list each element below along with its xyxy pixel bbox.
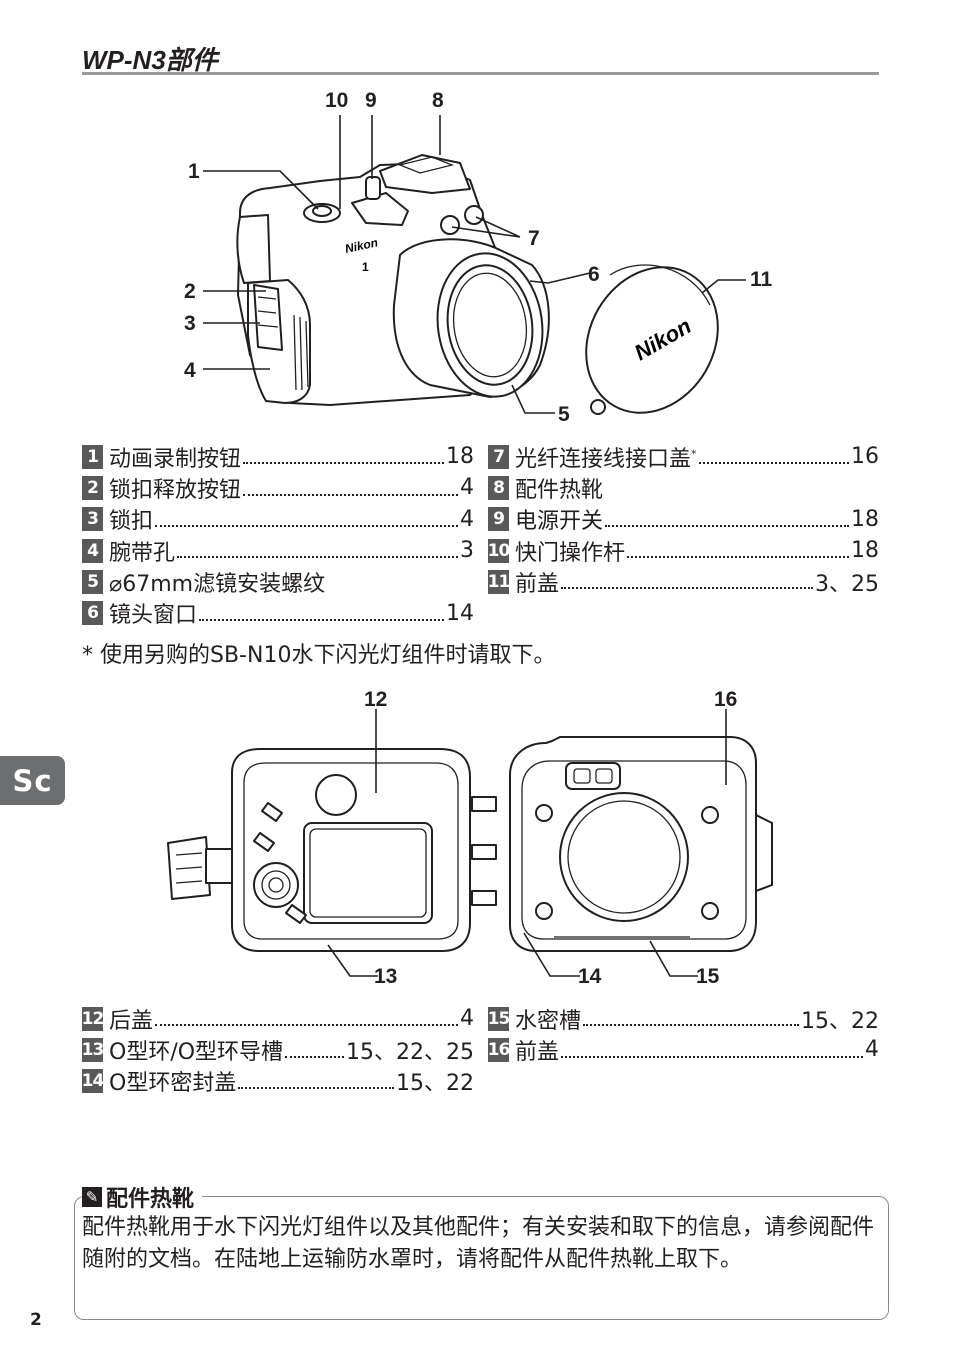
callout-10: 10: [325, 89, 348, 112]
callout-7: 7: [528, 227, 540, 250]
pencil-icon: ✎: [82, 1187, 102, 1207]
callout-2: 2: [184, 280, 196, 303]
camera-brand-text: Nikon: [344, 235, 380, 256]
camera-model-text: 1: [362, 260, 369, 274]
language-tab: Sc: [0, 756, 65, 805]
callout-14: 14: [578, 965, 602, 988]
title-divider: [82, 72, 879, 75]
callout-13: 13: [374, 965, 397, 988]
callout-6: 6: [588, 263, 600, 286]
legend-item: 5⌀67mm滤镜安装螺纹: [82, 566, 474, 597]
callout-12: 12: [364, 688, 387, 711]
housing-front-diagram: Nikon 1 Nikon 1 2 3 4 5 6 7 8 9 10 11: [184, 89, 773, 426]
page-title: WP-N3部件: [82, 45, 218, 75]
housing-open-diagram: 12 13 14 15 16: [167, 688, 773, 988]
callout-9: 9: [365, 89, 377, 112]
footnote: * 使用另购的SB-N10水下闪光灯组件时请取下。: [82, 643, 556, 668]
callout-5: 5: [558, 403, 570, 426]
note-header: ✎ 配件热靴: [82, 1181, 203, 1213]
callout-3: 3: [184, 312, 196, 335]
callout-15: 15: [696, 965, 720, 988]
callout-8: 8: [432, 89, 444, 112]
note-title: 配件热靴: [106, 1187, 195, 1212]
callout-4: 4: [184, 359, 196, 382]
note-body: 配件热靴用于水下闪光灯组件以及其他配件；有关安装和取下的信息，请参阅配件随附的文…: [82, 1215, 875, 1272]
note-box: [74, 1196, 889, 1320]
callout-11: 11: [750, 268, 773, 291]
page-number: 2: [30, 1310, 42, 1330]
callout-16: 16: [714, 688, 737, 711]
callout-1: 1: [188, 160, 200, 183]
